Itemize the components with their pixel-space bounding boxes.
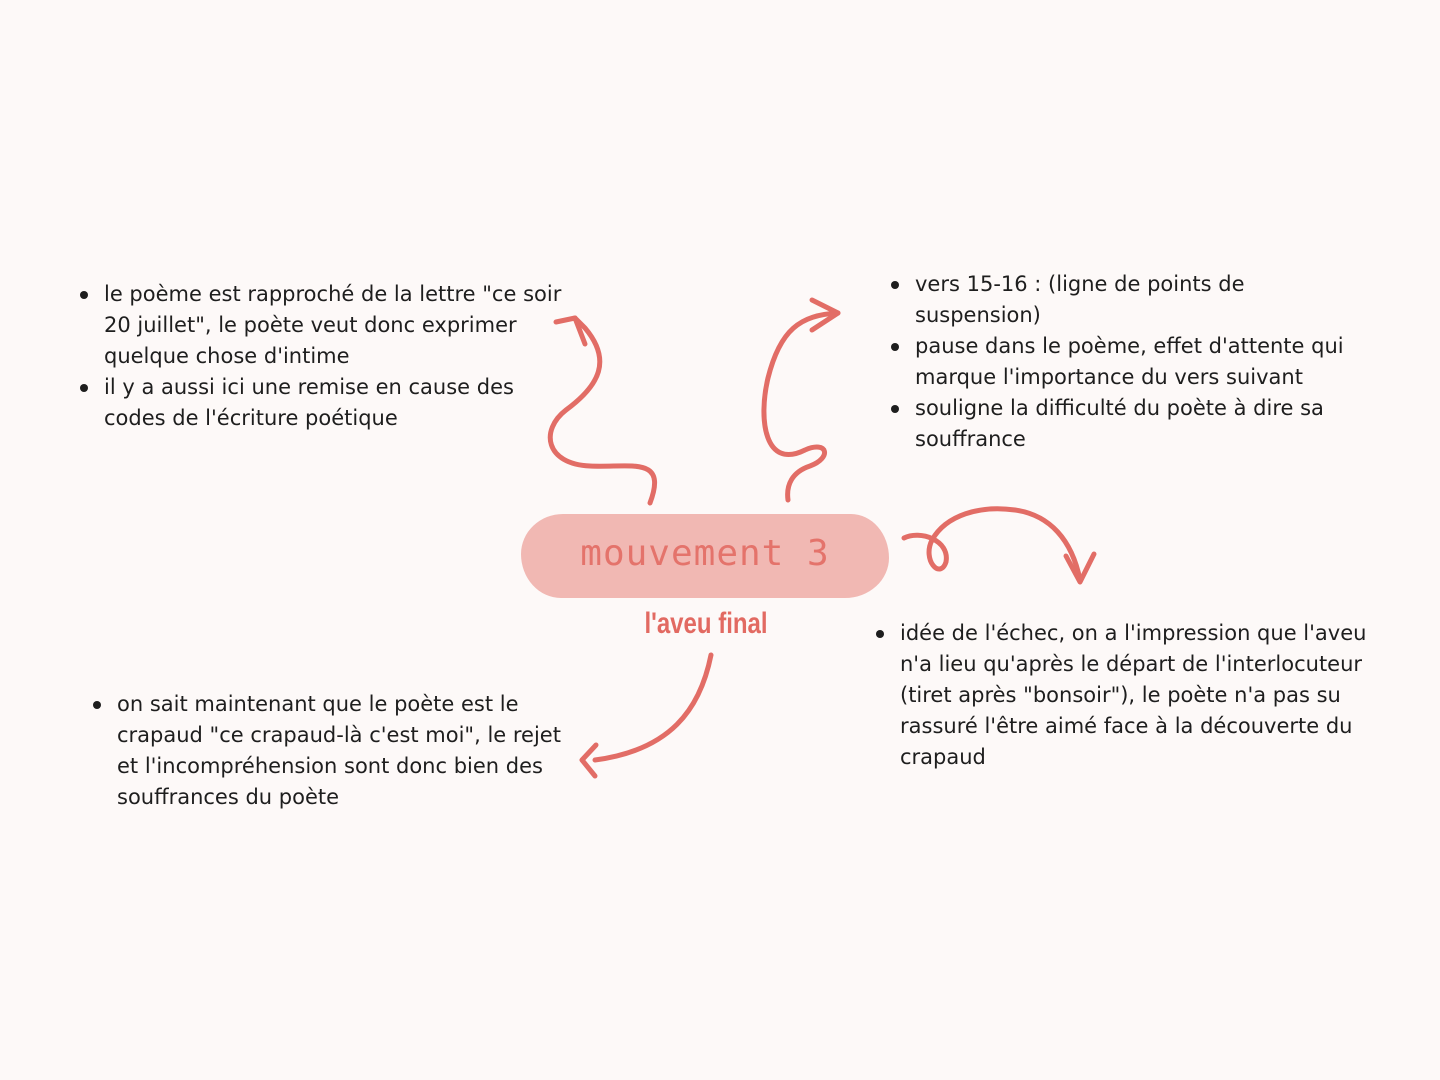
note-item: il y a aussi ici une remise en cause des… — [80, 372, 574, 434]
center-node-subtitle: l'aveu final — [644, 607, 768, 640]
note-bottom-right: idée de l'échec, on a l'impression que l… — [872, 618, 1400, 773]
note-item: vers 15-16 : (ligne de points de suspens… — [891, 269, 1375, 331]
arrow-bottom-left — [579, 652, 714, 779]
note-item: idée de l'échec, on a l'impression que l… — [876, 618, 1400, 773]
arrow-top-left — [547, 315, 658, 506]
center-node-title: mouvement 3 — [580, 533, 830, 574]
note-item: pause dans le poème, effet d'attente qui… — [891, 331, 1375, 393]
center-node-background — [521, 514, 889, 598]
arrow-right — [901, 506, 1097, 585]
arrow-top-right — [761, 297, 841, 503]
note-item: on sait maintenant que le poète est le c… — [93, 689, 567, 813]
note-item: souligne la difficulté du poète à dire s… — [891, 393, 1375, 455]
note-bottom-left: on sait maintenant que le poète est le c… — [89, 689, 567, 813]
note-item: le poème est rapproché de la lettre "ce … — [80, 279, 574, 372]
note-top-right: vers 15-16 : (ligne de points de suspens… — [887, 269, 1375, 455]
note-top-left: le poème est rapproché de la lettre "ce … — [76, 279, 574, 434]
